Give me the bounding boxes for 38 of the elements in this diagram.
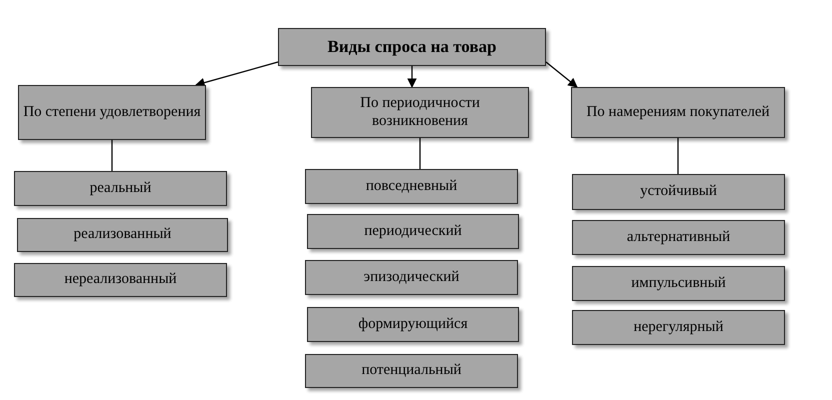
node-label: альтернативный xyxy=(626,228,730,246)
node-label: повседневный xyxy=(366,178,458,196)
item-box xyxy=(14,171,227,206)
node-label: нерегулярный xyxy=(634,318,724,336)
item-box xyxy=(305,260,518,295)
title-text: Виды спроса на товар xyxy=(328,37,496,57)
item-box xyxy=(17,218,228,252)
item-box xyxy=(14,263,227,297)
node-label: По периодичности возникновения xyxy=(359,95,481,130)
category-box xyxy=(18,85,206,140)
node-label: устойчивый xyxy=(640,183,717,201)
node-label: формирующийся xyxy=(358,316,468,334)
node-label: нереализованный xyxy=(64,271,177,289)
item-box xyxy=(572,310,785,345)
node-label: По намерениям покупателей xyxy=(586,104,770,122)
item-box xyxy=(307,214,519,249)
node-label: потенциальный xyxy=(362,362,462,380)
item-box xyxy=(572,220,785,255)
node-label: эпизодический xyxy=(364,268,460,286)
arrow xyxy=(546,62,578,88)
item-box xyxy=(305,354,518,388)
connector-line xyxy=(677,138,679,174)
node-label: По степени удовлетворения xyxy=(23,104,201,122)
node-label: периодический xyxy=(364,222,462,240)
arrow xyxy=(195,61,278,88)
connector-line xyxy=(111,140,113,171)
item-box xyxy=(572,174,785,210)
connector-line xyxy=(419,138,421,169)
item-box xyxy=(305,169,518,204)
arrow xyxy=(407,66,417,88)
category-box xyxy=(311,87,529,138)
title-box xyxy=(278,28,546,66)
item-box xyxy=(307,307,519,342)
item-box xyxy=(572,266,785,301)
category-box xyxy=(571,87,785,138)
node-label: реализованный xyxy=(74,226,172,244)
node-label: реальный xyxy=(90,180,152,198)
node-label: импульсивный xyxy=(631,274,726,292)
